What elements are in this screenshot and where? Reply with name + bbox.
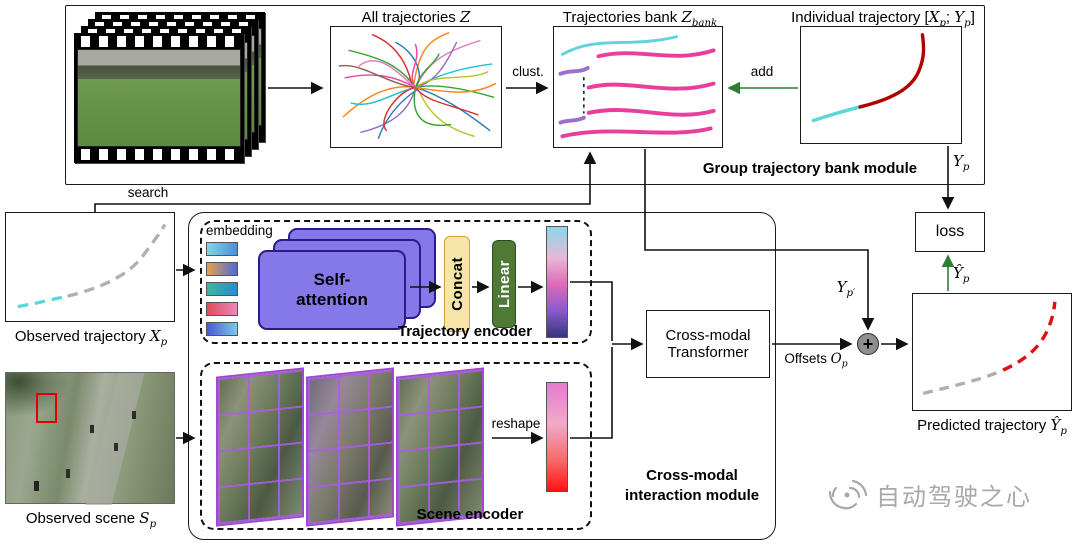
scene-feature-map <box>216 367 304 527</box>
pedestrian-dot <box>132 411 136 419</box>
scene-trees <box>6 373 70 417</box>
search-label: search <box>127 185 169 200</box>
scene-feature-bar <box>546 382 568 492</box>
pedestrian-highlight-rect <box>36 393 57 423</box>
predicted-trajectory-caption: Predicted trajectory Ŷp <box>917 416 1067 437</box>
self-attention-label: Self-attention <box>296 270 368 309</box>
linear-block: Linear <box>492 240 516 328</box>
scene-feature-map <box>306 367 394 527</box>
observed-trajectory-box <box>5 212 175 322</box>
all-trajectories-box <box>330 26 502 148</box>
trajectory-encoder-title: Trajectory encoder <box>397 323 533 340</box>
loss-label: loss <box>935 223 965 240</box>
film-frame <box>74 33 244 163</box>
trajectories-bank-label: Trajectories bank Zbank <box>562 8 718 29</box>
video-frame-photo <box>77 49 241 147</box>
film-sprockets <box>77 36 241 47</box>
scene-feature-map <box>396 367 484 527</box>
transformer-label-line2: Transformer <box>667 344 749 361</box>
add-label: add <box>750 64 774 79</box>
interaction-module-title: Cross-modal interaction module <box>608 466 776 505</box>
offsets-label: Offsets Op <box>784 351 848 370</box>
watermark-text: 自动驾驶之心 <box>876 483 1032 511</box>
reshape-label: reshape <box>491 416 541 431</box>
clust-label: clust. <box>512 64 544 79</box>
concat-block: Concat <box>444 236 470 332</box>
scene-road <box>85 373 145 505</box>
individual-trajectory-label: Individual trajectory [Xp; Yp] <box>791 8 975 29</box>
embedding-swatch <box>206 262 238 276</box>
self-attention-layer: Self-attention <box>258 250 406 330</box>
individual-trajectory-box <box>800 26 962 144</box>
pedestrian-dot <box>90 425 94 433</box>
observed-scene-image <box>5 372 175 505</box>
observed-scene-caption: Observed scene Sp <box>25 509 157 530</box>
watermark: 自动驾驶之心 <box>826 474 1032 514</box>
embedding-swatch <box>206 282 238 296</box>
linear-label: Linear <box>495 259 513 308</box>
trajectory-feature-bar <box>546 226 568 338</box>
predicted-trajectory-box <box>912 293 1072 411</box>
interaction-module-title-line1: Cross-modal <box>646 467 738 484</box>
yp-label: Yp <box>953 152 970 173</box>
loss-box: loss <box>915 212 985 252</box>
embedding-label: embedding <box>206 223 273 238</box>
plus-icon: + <box>862 333 874 354</box>
transformer-label-line1: Cross-modal <box>665 327 751 344</box>
pedestrian-dot <box>66 469 70 478</box>
film-sprockets <box>77 149 241 160</box>
broadcast-hand-icon <box>828 479 868 510</box>
pedestrian-dot <box>34 481 39 491</box>
all-trajectories-label: All trajectories Z <box>361 8 471 26</box>
embedding-swatch <box>206 322 238 336</box>
concat-label: Concat <box>448 257 466 311</box>
trajectories-bank-plot <box>558 35 716 139</box>
scene-encoder-title: Scene encoder <box>416 506 524 523</box>
observed-trajectory-caption: Observed trajectory Xp <box>14 327 168 348</box>
observed-trajectory-plot <box>17 223 167 309</box>
cross-modal-transformer: Cross-modal Transformer <box>646 310 770 378</box>
all-trajectories-plot <box>338 32 497 139</box>
individual-trajectory-plot <box>811 33 926 123</box>
embedding-swatch <box>206 302 238 316</box>
group-module-title: Group trajectory bank module <box>702 160 918 177</box>
ypprime-label: Yp′ <box>836 278 856 299</box>
interaction-module-title-line2: interaction module <box>624 486 760 504</box>
trajectories-bank-box <box>553 26 723 148</box>
sum-node: + <box>857 333 879 355</box>
scene-encoder-box <box>200 362 592 530</box>
embedding-swatch <box>206 242 238 256</box>
pedestrian-dot <box>114 443 118 451</box>
yhatp-label: Ŷp <box>953 264 970 285</box>
predicted-trajectory-plot <box>922 301 1057 396</box>
